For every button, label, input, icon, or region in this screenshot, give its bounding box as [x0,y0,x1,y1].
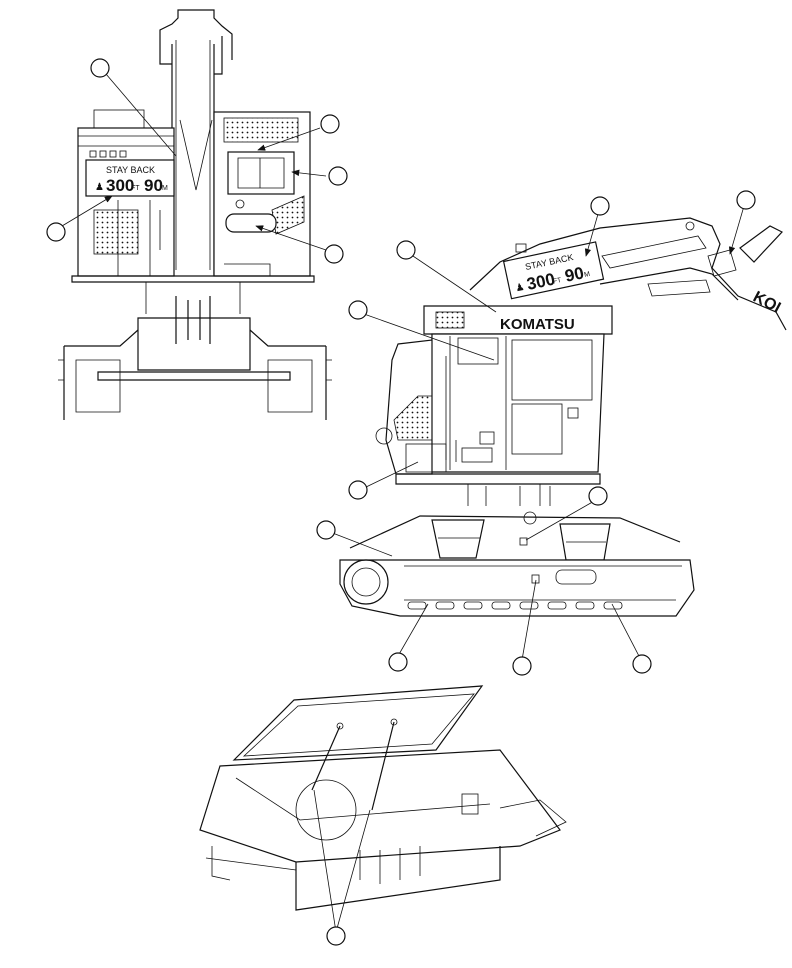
leader-lines [61,73,745,933]
callout-circle[interactable] [326,926,346,946]
boom-upper [469,217,787,331]
callout-circle[interactable] [396,240,416,260]
callout-circle[interactable] [348,300,368,320]
cab-front-window [457,337,499,365]
fan-shroud [295,779,357,841]
hood-support-struts [311,721,395,811]
callout-circle[interactable] [324,244,344,264]
hood-body [199,749,561,863]
arm-brand-partial: KOI [750,289,783,317]
side-view: KOI STAY BACK ♟ 300 FT 90 M KOMATSU [339,217,787,617]
boom-decal-feet-unit: FT [552,277,563,286]
rear-stay-back-decal [85,159,175,197]
cab-door-window [511,403,563,455]
rear-decal-feet: 300 [106,176,134,195]
rear-decal-feet-unit: FT [131,185,140,192]
rear-center-frame [137,317,251,371]
boom-decal-meters: 90 [563,263,585,286]
callout-circle[interactable] [588,486,608,506]
rear-plate [225,213,277,233]
cab-side-window-upper [511,339,593,401]
callout-circle[interactable] [328,166,348,186]
callout-circle[interactable] [736,190,756,210]
idler-wheel [343,559,389,605]
rear-view: STAY BACK ♟ 300 FT 90 M [58,9,332,420]
boom-column [171,44,215,276]
rear-decal-figure-icon: ♟ [95,182,104,193]
boom-cylinder [601,235,707,269]
rear-decal-line1: STAY BACK [106,165,155,175]
rear-decal-meter-unit: M [162,185,168,192]
cab-brand-label: KOMATSU [500,316,575,333]
boom-top [159,9,233,60]
track-frame-towers [431,519,611,561]
track-shoe-slots [407,601,623,610]
boom-small-decal [707,249,737,277]
callout-circle[interactable] [632,654,652,674]
callout-circles [46,58,756,946]
callout-circle[interactable] [90,58,110,78]
rear-decal-meters: 90 [144,176,163,195]
callout-circle[interactable] [316,520,336,540]
callout-circle[interactable] [320,114,340,134]
boom-decal-figure-icon: ♟ [514,282,525,295]
boom-stay-back-decal: STAY BACK ♟ 300 FT 90 M [502,241,605,300]
open-hood-panel [232,685,484,761]
callout-circle[interactable] [512,656,532,676]
callout-circle[interactable] [348,480,368,500]
rear-window [227,151,295,195]
hood-detail-view [199,685,567,911]
callout-circle[interactable] [388,652,408,672]
cab-roof [423,305,613,335]
boom-decal-meter-unit: M [584,271,591,279]
callout-circle[interactable] [590,196,610,216]
callout-circle[interactable] [46,222,66,242]
track-assembly [339,559,695,617]
